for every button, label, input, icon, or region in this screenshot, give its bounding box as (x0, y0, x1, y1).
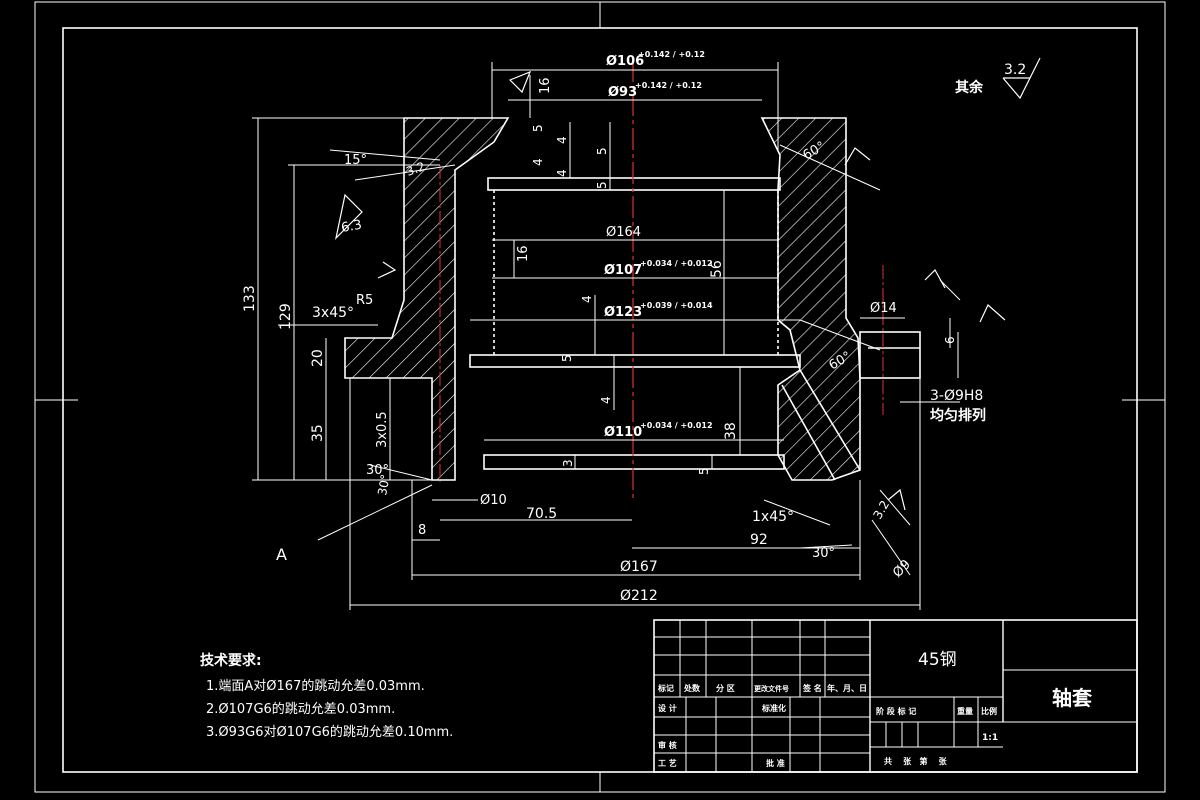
dim-3: 3 (561, 459, 575, 467)
dim-70-5: 70.5 (526, 506, 557, 522)
scale-label: 比例 (981, 706, 997, 716)
dim-56: 56 (709, 260, 725, 278)
sheets-label: 共 张 第 张 (884, 756, 948, 766)
part-section (344, 117, 921, 481)
dimension-texts: Ø106 +0.142 / +0.12 Ø93 +0.142 / +0.12 Ø… (242, 50, 1026, 604)
left-wall-section (344, 117, 510, 481)
right-wall-section (760, 117, 861, 481)
dim-4d: 4 (580, 295, 594, 303)
note-item-2: 2.Ø107G6的跳动允差0.03mm. (206, 702, 396, 717)
technical-requirements: 技术要求: 1.端面A对Ø167的跳动允差0.03mm. 2.Ø107G6的跳动… (200, 650, 453, 744)
dim-d212: Ø212 (620, 588, 658, 604)
review-label: 审 核 (658, 740, 677, 750)
dim-92: 92 (750, 532, 768, 548)
angle-15: 15° (344, 153, 367, 168)
chamfer-1x45: 1x45° (752, 509, 794, 525)
standardize-label: 标准化 (761, 703, 786, 713)
dim-d110-tol: +0.034 / +0.012 (640, 421, 713, 430)
material: 45钢 (918, 650, 957, 670)
dim-d93: Ø93 (608, 85, 637, 100)
approve-label: 批 准 (766, 758, 785, 768)
dim-8: 8 (418, 523, 426, 538)
dim-d107: Ø107 (604, 263, 642, 278)
roughness-3-2a: 3.2 (404, 159, 427, 179)
dim-5c: 5 (595, 181, 609, 189)
dim-d107-tol: +0.034 / +0.012 (640, 259, 713, 268)
dimension-lines (252, 62, 961, 610)
datum-a: A (276, 545, 287, 564)
roughness-6-3: 6.3 (340, 218, 363, 236)
holes-spec: 3-Ø9H8 (930, 388, 983, 404)
roughness-3-2b: 3.2 (870, 498, 892, 522)
dim-5a: 5 (531, 124, 545, 132)
stage-mark-label: 阶 段 标 记 (876, 706, 916, 716)
roughness-rest-value: 3.2 (1004, 62, 1026, 78)
header-mark: 标记 (657, 683, 674, 693)
scale-value: 1:1 (982, 733, 998, 743)
dim-20: 20 (310, 349, 326, 367)
angle-30b: 30° (375, 473, 392, 496)
header-sign: 签 名 (802, 683, 822, 693)
angle-30a: 30° (366, 463, 389, 478)
dim-16b: 16 (516, 245, 531, 262)
dim-6: 6 (943, 336, 957, 344)
process-label: 工 艺 (658, 758, 677, 768)
dim-16a: 16 (538, 77, 553, 94)
roughness-symbols (335, 57, 1041, 511)
dim-4c: 4 (555, 169, 569, 177)
dim-4b: 4 (531, 158, 545, 166)
title-block (653, 619, 1138, 773)
chamfer-3x45: 3x45° (312, 305, 354, 321)
header-date: 年、月、日 (827, 683, 867, 693)
dim-d93-tol: +0.142 / +0.12 (635, 81, 702, 90)
dim-d9: Ø9 (890, 557, 914, 581)
note-item-3: 3.Ø93G6对Ø107G6的跳动允差0.10mm. (206, 725, 454, 740)
dim-d106-tol: +0.142 / +0.12 (638, 50, 705, 59)
roughness-rest-label: 其余 (955, 79, 984, 96)
radius-r5: R5 (356, 293, 373, 308)
header-zone: 分 区 (716, 683, 735, 693)
header-change: 更改文件号 (754, 684, 789, 693)
dim-5b: 5 (595, 147, 609, 155)
dim-d110: Ø110 (604, 425, 642, 440)
holes-note: 均匀排列 (930, 407, 986, 424)
dim-d14: Ø14 (870, 301, 897, 316)
header-count: 处数 (683, 683, 701, 693)
weight-label: 重量 (957, 706, 973, 716)
title-block-texts: 45钢 轴套 标记 处数 分 区 更改文件号 签 名 年、月、日 设 计 标准化… (657, 650, 1092, 768)
dim-38: 38 (723, 422, 739, 440)
dim-d167: Ø167 (620, 559, 658, 575)
dim-133: 133 (242, 285, 258, 312)
dim-d10: Ø10 (480, 493, 507, 508)
design-label: 设 计 (658, 703, 677, 713)
note-item-1: 1.端面A对Ø167的跳动允差0.03mm. (206, 679, 425, 694)
dim-4a: 4 (555, 136, 569, 144)
dim-d123-tol: +0.039 / +0.014 (640, 301, 713, 310)
part-name: 轴套 (1052, 686, 1092, 710)
dim-35: 35 (310, 424, 326, 442)
dim-5d: 5 (560, 354, 574, 362)
chamfer-3x0-5: 3x0.5 (375, 411, 390, 448)
notes-title: 技术要求: (200, 653, 262, 669)
dim-4e: 4 (599, 396, 613, 404)
dim-d123: Ø123 (604, 305, 642, 320)
dim-d106: Ø106 (606, 54, 644, 69)
drawing-frame (34, 1, 1166, 793)
dim-d164: Ø164 (606, 225, 641, 240)
dim-5e: 5 (697, 467, 711, 475)
angle-30c: 30° (812, 546, 835, 561)
dim-129: 129 (278, 303, 294, 330)
